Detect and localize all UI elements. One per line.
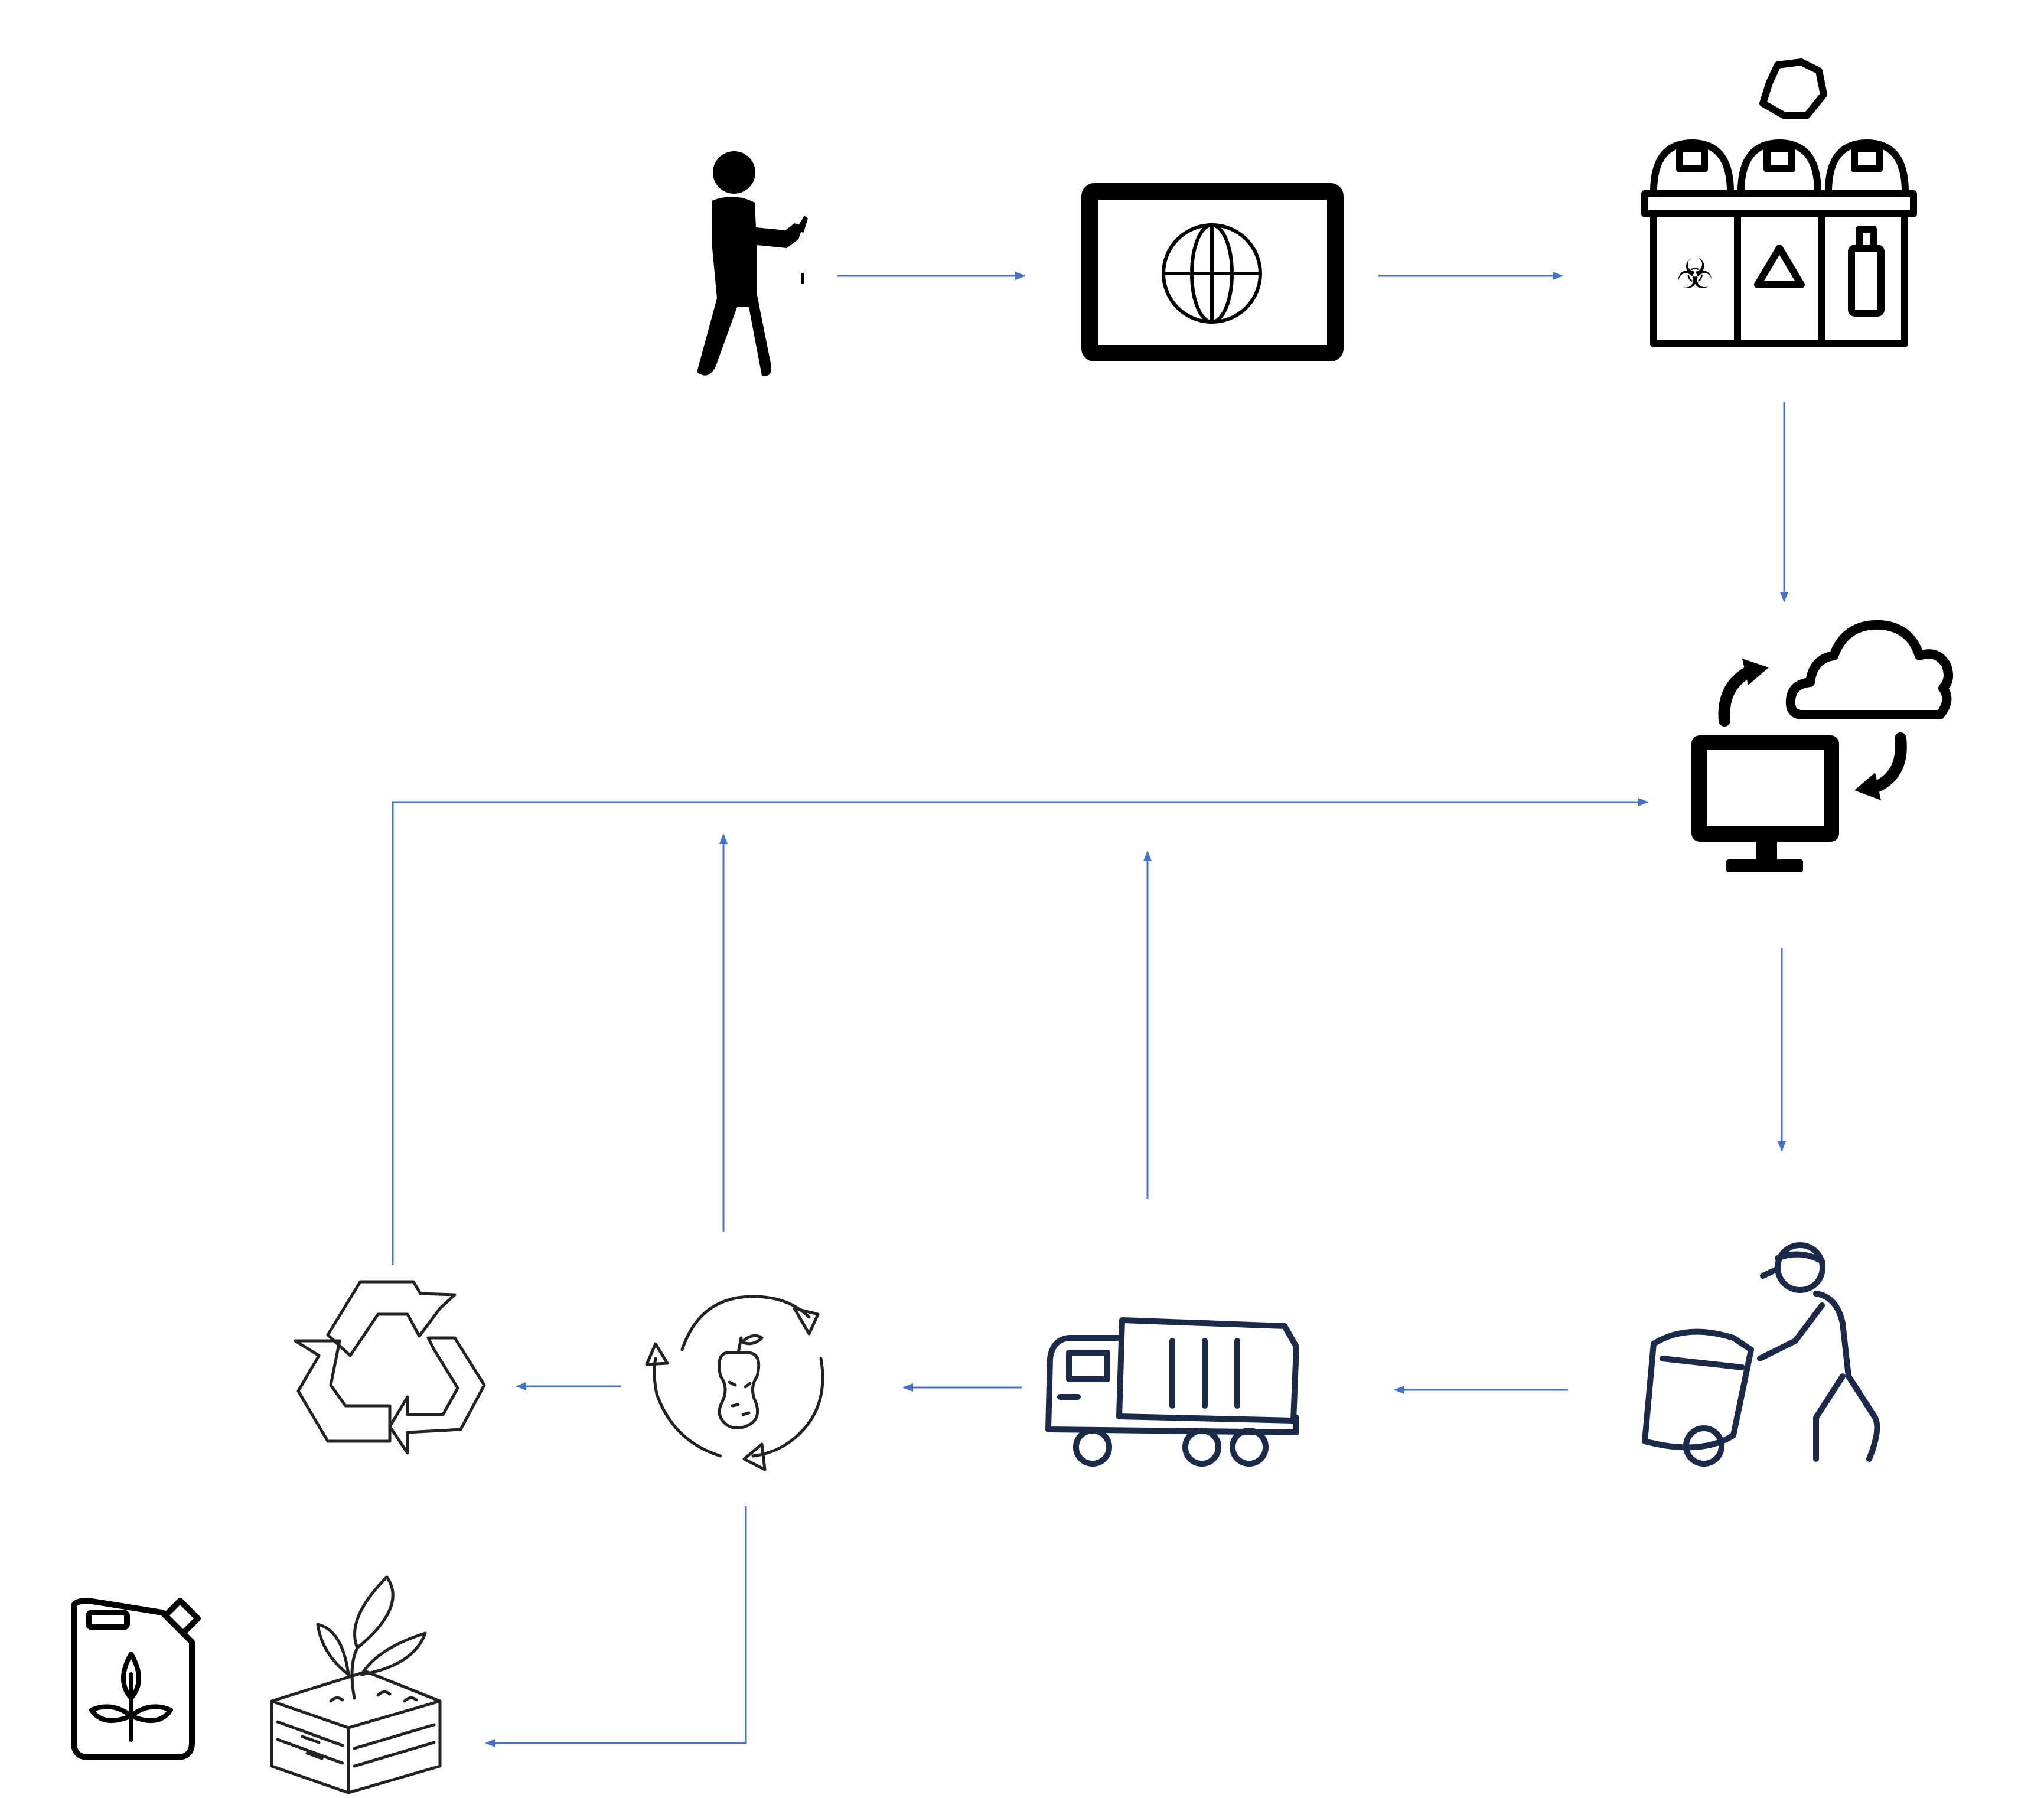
soil-sprout-icon [270, 1575, 442, 1794]
worker-with-bin-icon [1642, 1242, 1880, 1467]
person-icon [697, 151, 808, 376]
svg-text:☣: ☣ [1677, 250, 1714, 298]
truck-icon [1045, 1317, 1299, 1467]
fuel-can-leaf-icon [71, 1598, 201, 1760]
arrow-processing-to-compost [485, 1506, 747, 1748]
connectors [392, 271, 1789, 1748]
recycle-icon [294, 1280, 486, 1455]
apple-core-cycle-icon [645, 1295, 824, 1471]
globe-screen-icon [1081, 183, 1344, 361]
arrow-recycle-to-cloud [392, 797, 1649, 1265]
cloud-sync-computer-icon [1691, 620, 1953, 872]
waste-bins-icon: ☣ [1641, 58, 1917, 347]
